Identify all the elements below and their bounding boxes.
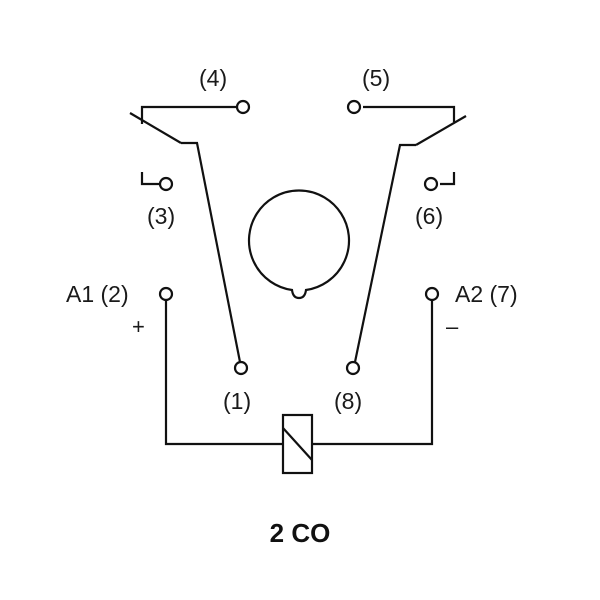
right-common-wire	[353, 143, 416, 363]
terminal-8-circle	[345, 360, 361, 376]
terminal-5-circle	[346, 99, 362, 115]
minus-sign: –	[446, 314, 459, 339]
terminal-4-label: (4)	[199, 65, 228, 91]
right-nc-contact-line	[440, 172, 456, 186]
terminal-8-label: (8)	[334, 388, 363, 414]
terminal-6-circle	[423, 176, 439, 192]
socket-key-outline	[247, 189, 351, 300]
left-common-wire	[181, 141, 242, 363]
terminal-4-circle	[235, 99, 251, 115]
terminal-a1-label: A1 (2)	[66, 281, 129, 307]
terminal-3-circle	[158, 176, 174, 192]
left-switch-blade	[129, 112, 182, 144]
terminal-3-label: (3)	[147, 203, 176, 229]
terminal-5-label: (5)	[362, 65, 391, 91]
plus-sign: +	[132, 314, 145, 339]
right-switch-blade	[415, 115, 467, 146]
coil-wire-right	[312, 300, 434, 446]
terminal-a2-label: A2 (7)	[455, 281, 518, 307]
terminal-1-label: (1)	[223, 388, 252, 414]
coil-wire-left	[164, 300, 283, 446]
terminal-a2-circle	[424, 286, 440, 302]
left-nc-contact-line	[140, 172, 160, 186]
coil-diagonal	[282, 427, 313, 461]
terminal-a1-circle	[158, 286, 174, 302]
diagram-caption: 2 CO	[269, 518, 331, 548]
terminal-1-circle	[233, 360, 249, 376]
left-no-contact-line	[140, 105, 237, 124]
terminal-6-label: (6)	[415, 203, 444, 229]
right-no-contact-line	[363, 105, 456, 122]
